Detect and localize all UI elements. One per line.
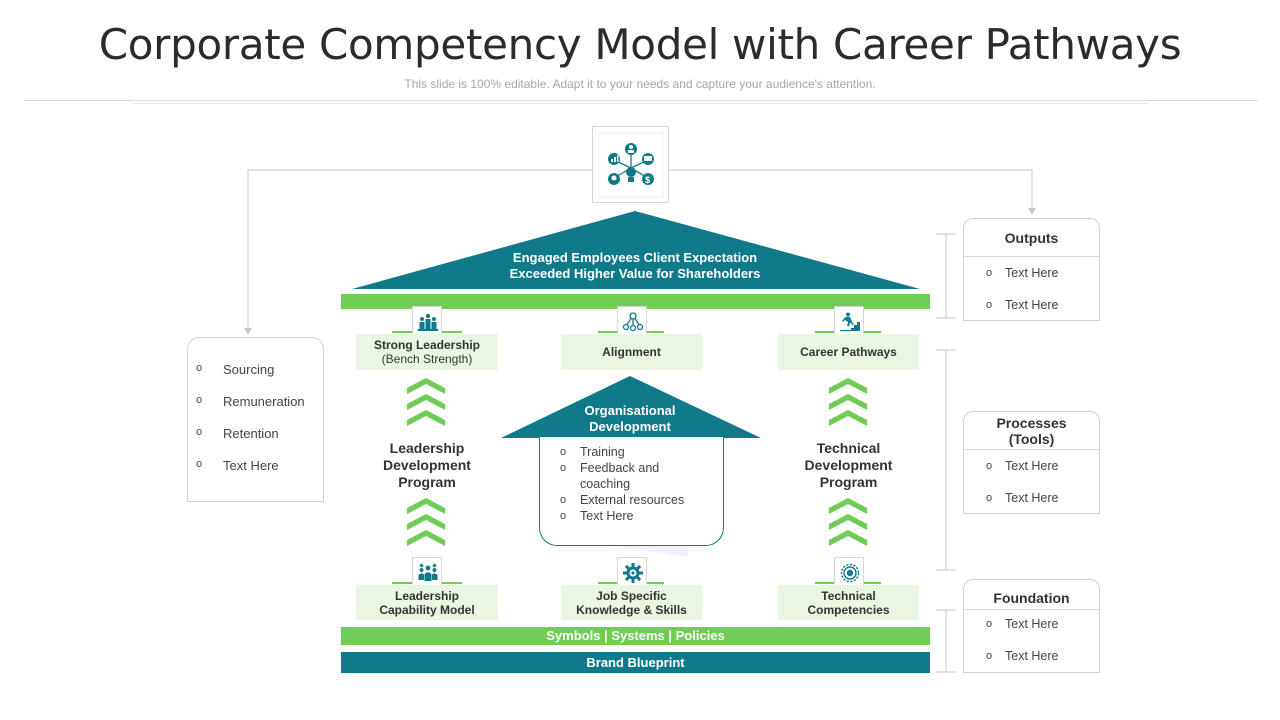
podium-people-icon (418, 313, 438, 331)
technical-program: Technical Development Program (804, 440, 893, 490)
processes-title: Processes (Tools) (964, 412, 1099, 450)
label-technical-competencies: Technical Competencies (778, 585, 919, 620)
label-alignment: Alignment (561, 334, 702, 370)
label-job-specific: Job Specific Knowledge & Skills (561, 585, 702, 620)
page-title: Corporate Competency Model with Career P… (98, 20, 1182, 69)
icon-box (834, 306, 864, 336)
brand-blueprint-bar: Brand Blueprint (341, 652, 930, 673)
org-dev-title: Organisational Development (584, 403, 676, 434)
gear-icon (623, 563, 643, 583)
chevron-up-icon (407, 378, 445, 426)
stairs-climb-icon (840, 312, 860, 332)
icon-box (834, 557, 864, 587)
label-career-pathways: Career Pathways (778, 334, 919, 370)
icon-box (617, 306, 647, 336)
top-beam (341, 294, 930, 309)
label-leadership-capability: Leadership Capability Model (356, 585, 498, 620)
icon-box (412, 306, 442, 336)
svg-text:$: $ (645, 175, 650, 185)
chevron-up-icon (829, 498, 867, 546)
team-group-icon (418, 563, 438, 581)
leadership-program: Leadership Development Program (383, 440, 471, 490)
org-dev-shadow (600, 545, 688, 557)
foundation-title: Foundation (964, 580, 1099, 610)
chevron-up-icon (829, 378, 867, 426)
page-subtitle: This slide is 100% editable. Adapt it to… (404, 77, 876, 91)
gear-badge-icon (840, 563, 860, 583)
connector-right (669, 169, 1033, 210)
org-dev-roof (501, 376, 761, 438)
icon-box (617, 557, 647, 587)
business-network-icon: $ (598, 132, 664, 198)
label-strong-leadership: Strong Leadership (Bench Strength) (356, 334, 498, 370)
title-divider (24, 100, 1258, 101)
org-chart-icon (622, 312, 644, 332)
roof-triangle (352, 211, 920, 289)
title-divider-secondary (134, 103, 1148, 104)
hub-icon-box: $ (592, 126, 669, 203)
icon-box (412, 557, 442, 587)
symbols-bar: Symbols | Systems | Policies (341, 627, 930, 645)
outputs-title: Outputs (964, 219, 1099, 257)
roof-text: Engaged Employees Client Expectation Exc… (509, 250, 761, 281)
chevron-up-icon (407, 498, 445, 546)
connector-left (247, 169, 592, 330)
